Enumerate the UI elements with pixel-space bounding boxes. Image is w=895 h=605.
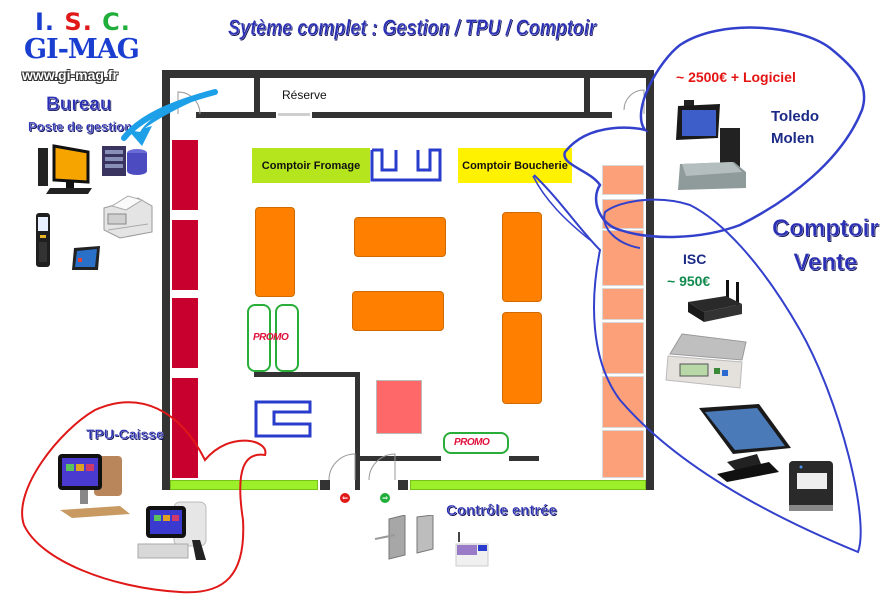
reserve-door[interactable] <box>278 113 310 116</box>
scale-terminal-icon <box>676 100 746 190</box>
isc-label: ISC <box>683 251 707 267</box>
entry-icon: ⇒ <box>380 493 390 503</box>
printer-icon <box>103 195 153 239</box>
promo-stand-2 <box>443 432 509 454</box>
desktop-pc-icon <box>38 144 92 194</box>
wall-reserve-bottom-1 <box>196 112 276 118</box>
shelf-right-2 <box>602 199 644 229</box>
mini-pc-icon <box>688 280 742 322</box>
shelf-left-4 <box>172 378 198 478</box>
gondola-1 <box>255 207 295 297</box>
toledo-line2: Molen <box>771 130 815 147</box>
page-title: Sytème complet : Gestion / TPU / Comptoi… <box>228 15 596 40</box>
logo-letter-c: C. <box>102 8 131 36</box>
receipt-printer-icon <box>789 461 833 511</box>
door-swing-icon[interactable] <box>327 452 407 482</box>
logo-letter-i: I. <box>35 8 56 36</box>
wall-inner-2 <box>355 372 360 490</box>
pos-terminal-gold-icon <box>58 454 130 518</box>
rugged-tablet-icon <box>72 246 100 270</box>
back-door-icon[interactable] <box>622 88 646 116</box>
office-door-icon[interactable] <box>176 90 202 116</box>
wall-right <box>646 70 654 490</box>
pos-terminal-silver-icon <box>137 501 207 560</box>
gondola-2 <box>354 217 446 257</box>
wall-bottom-1 <box>320 480 330 490</box>
gondola-5 <box>502 312 542 404</box>
floor-plan: Réserve Comptoir Fromage Comptoir Bouche… <box>162 70 654 490</box>
wall-inner-1 <box>254 372 360 377</box>
gondola-3 <box>352 291 444 331</box>
bureau-title: Bureau <box>46 94 112 115</box>
access-card-icon <box>455 532 489 567</box>
wall-inner-3 <box>355 456 441 461</box>
bureau-subtitle: Poste de gestion <box>28 119 133 134</box>
shelf-left-1 <box>172 140 198 210</box>
toledo-line1: Toledo <box>771 108 820 125</box>
server-icon <box>102 146 147 176</box>
touch-monitor-icon <box>699 404 791 482</box>
turnstile-icon <box>375 515 434 560</box>
weighing-scale-icon <box>665 333 747 389</box>
tpu-caisse-label: TPU-Caisse <box>86 426 164 442</box>
shelf-left-3 <box>172 298 198 368</box>
comptoir-vente-line2: Vente <box>793 249 858 276</box>
wall-reserve-bottom-2 <box>312 112 612 118</box>
handheld-scanner-icon <box>36 213 50 267</box>
logo-url[interactable]: www.gi-mag.fr <box>22 67 118 83</box>
shelf-right-7 <box>602 430 644 478</box>
comptoir-vente-title: Comptoir Vente <box>772 212 879 280</box>
window-bottom-right <box>410 480 646 490</box>
promo-stand-1b <box>275 304 299 372</box>
display-table <box>376 380 422 434</box>
wall-reserve-right <box>584 78 590 116</box>
promo-label: PROMO <box>253 332 289 343</box>
service-counter-icon <box>370 148 442 182</box>
wall-reserve-left <box>254 78 260 116</box>
shelf-right-1 <box>602 165 644 195</box>
shelf-left-2 <box>172 220 198 290</box>
toledo-label: Toledo Molen <box>771 106 819 150</box>
promo-stand-1a <box>247 304 271 372</box>
comptoir-vente-line1: Comptoir <box>772 215 879 242</box>
window-bottom-left <box>170 480 318 490</box>
shelf-right-4 <box>602 288 644 320</box>
wall-top <box>162 70 654 78</box>
comptoir-boucherie: Comptoir Boucherie <box>458 148 572 183</box>
exit-icon: ⇐ <box>340 493 350 503</box>
gondola-4 <box>502 212 542 302</box>
comptoir-fromage: Comptoir Fromage <box>252 148 370 183</box>
wall-inner-4 <box>509 456 539 461</box>
controle-entree-label: Contrôle entrée <box>446 502 557 519</box>
shelf-right-5 <box>602 322 644 374</box>
wall-bottom-2 <box>398 480 408 490</box>
toledo-price: ~ 2500€ + Logiciel <box>676 69 796 85</box>
shelf-right-3 <box>602 230 644 286</box>
logo-isc: I. S. C. <box>35 8 131 36</box>
reserve-label: Réserve <box>282 88 327 102</box>
shelf-right-6 <box>602 376 644 428</box>
wall-left <box>162 70 170 490</box>
promo-label: PROMO <box>454 437 490 448</box>
logo-brand: GI-MAG <box>24 34 140 65</box>
logo-letter-s: S. <box>64 8 93 36</box>
checkout-desk-icon <box>254 400 312 438</box>
